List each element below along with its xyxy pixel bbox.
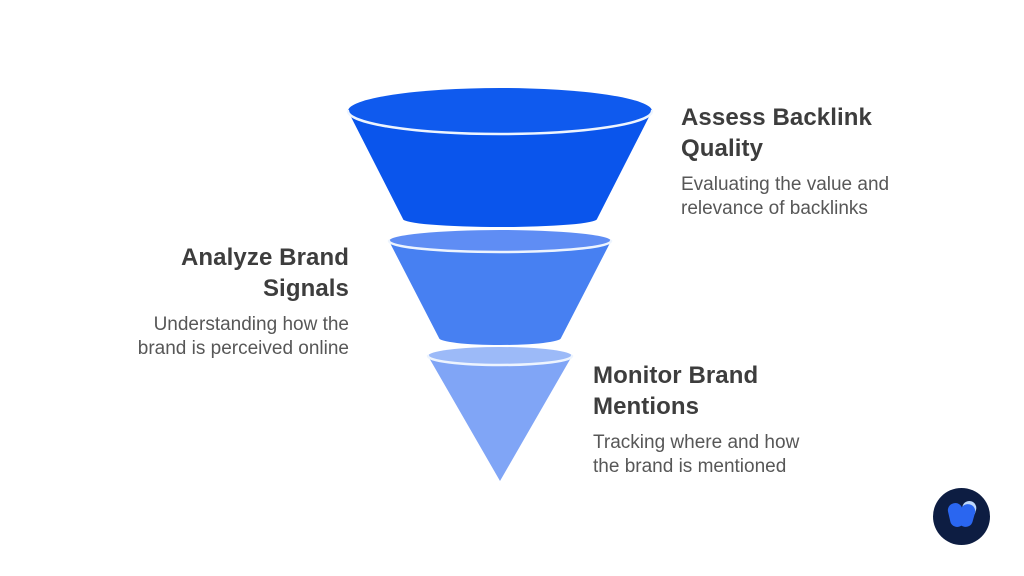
stage-title: Monitor Brand Mentions bbox=[593, 360, 913, 422]
stage-label-assess-backlink-quality: Assess Backlink Quality Evaluating the v… bbox=[681, 102, 1001, 221]
funnel-stage2-rim-line bbox=[387, 239, 613, 254]
stage-description: Evaluating the value and relevance of ba… bbox=[681, 173, 1001, 221]
funnel-stage3-rim-line bbox=[426, 354, 574, 367]
funnel-stage1-body bbox=[348, 111, 652, 227]
stage-label-monitor-brand-mentions: Monitor Brand Mentions Tracking where an… bbox=[593, 360, 913, 479]
funnel-stage-monitor-brand-mentions bbox=[426, 347, 574, 481]
stage-title-line: Analyze Brand bbox=[180, 244, 349, 271]
stage-title: Assess Backlink Quality bbox=[681, 102, 1001, 164]
stage-description: Tracking where and how the brand is ment… bbox=[593, 431, 913, 479]
brand-logo bbox=[933, 488, 990, 545]
stage-description-line: relevance of backlinks bbox=[681, 198, 868, 219]
stage-title-line: Assess Backlink bbox=[681, 104, 872, 131]
stage-title-line: Quality bbox=[681, 135, 764, 162]
funnel-stage2-top-ellipse bbox=[389, 230, 611, 252]
funnel-stage3-cone bbox=[428, 356, 572, 481]
stage-description-line: the brand is mentioned bbox=[593, 456, 787, 477]
funnel-stage-assess-backlink-quality bbox=[346, 88, 654, 227]
funnel-stage2-body bbox=[389, 241, 611, 345]
brand-logo-mark-left-lobe bbox=[947, 503, 965, 527]
stage-description-line: brand is perceived online bbox=[137, 338, 349, 359]
stage-description: Understanding how the brand is perceived… bbox=[29, 313, 349, 361]
stage-label-analyze-brand-signals: Analyze Brand Signals Understanding how … bbox=[29, 242, 349, 361]
funnel-stage1-top-ellipse bbox=[348, 88, 652, 134]
funnel-stage3-top-ellipse bbox=[428, 347, 572, 365]
stage-description-line: Evaluating the value and bbox=[681, 174, 890, 195]
funnel-stage-analyze-brand-signals bbox=[387, 230, 613, 345]
stage-description-line: Understanding how the bbox=[153, 314, 349, 335]
stage-title-line: Signals bbox=[262, 275, 349, 302]
stage-title: Analyze Brand Signals bbox=[29, 242, 349, 304]
stage-title-line: Monitor Brand bbox=[593, 362, 759, 389]
stage-title-line: Mentions bbox=[593, 393, 700, 420]
funnel-stage1-rim-line bbox=[346, 109, 654, 136]
stage-description-line: Tracking where and how bbox=[593, 432, 800, 453]
